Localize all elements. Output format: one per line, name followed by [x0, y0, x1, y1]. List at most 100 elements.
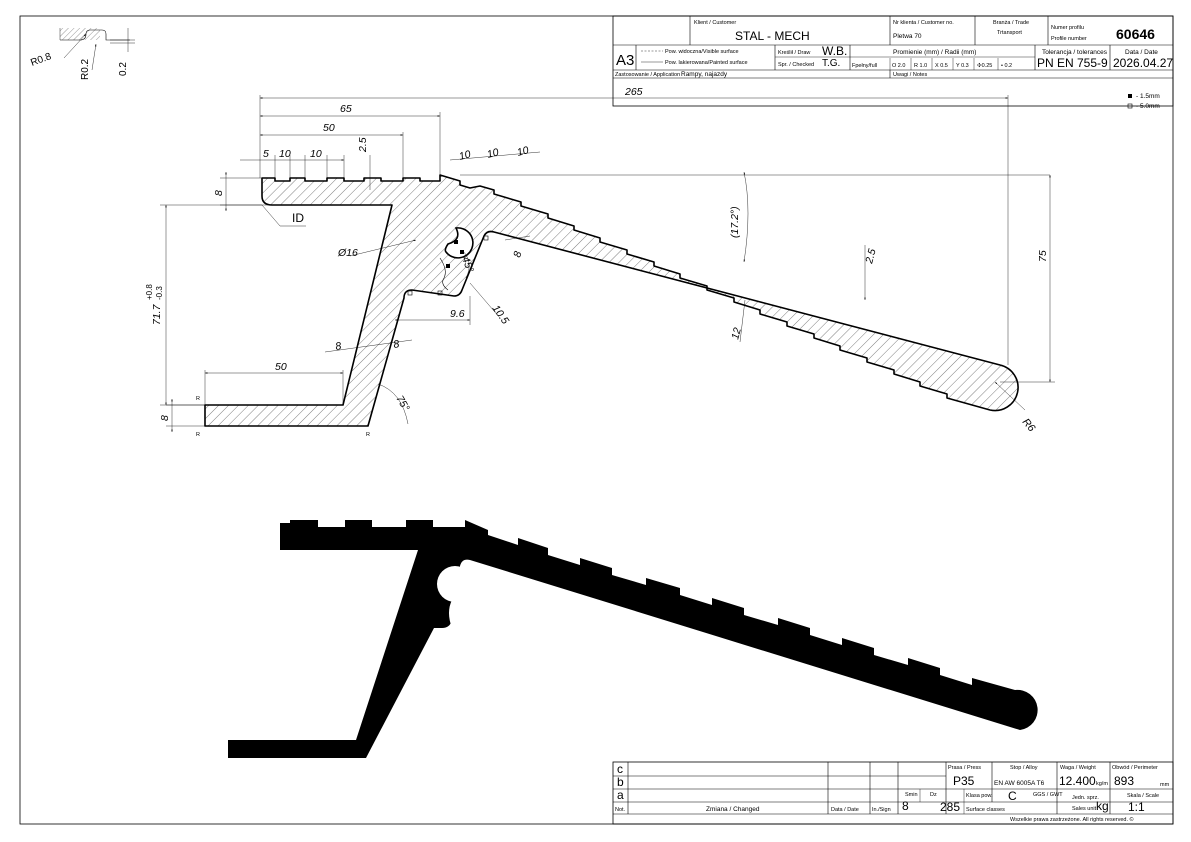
mark-r-2: R — [196, 432, 200, 438]
profile-section-view: R R R — [196, 174, 1019, 438]
radius-y: Y 0.3 — [956, 63, 969, 69]
profile-silhouette — [228, 520, 1038, 758]
dim-10-a: 10 — [279, 148, 291, 160]
radius-dot: • 0.2 — [1001, 63, 1012, 69]
change-label: Zmiana / Changed — [706, 806, 760, 813]
radius-x: X 0.5 — [935, 63, 948, 69]
radius-r: R 1.0 — [914, 63, 927, 69]
perimeter: 893 — [1114, 774, 1134, 788]
ggs-label: GGS / GWT — [1033, 792, 1063, 798]
dim-75: 75 — [1037, 250, 1049, 262]
smin: 8 — [902, 799, 909, 813]
legend-empty: - 5.0mm — [1136, 103, 1160, 110]
profile-outline — [204, 174, 1019, 427]
dim-10-b: 10 — [310, 148, 322, 160]
sheet-format: A3 — [616, 52, 634, 69]
dim-10-d: 10 — [486, 146, 501, 161]
revision-b: b — [617, 775, 624, 789]
dim-dia-16: Ø16 — [337, 247, 358, 259]
radius-full: Fpełny/full — [852, 63, 877, 69]
revision-block: c b a Not. Zmiana / Changed Data / Date … — [612, 761, 1174, 825]
radii-label: Promienie (mm) / Radii (mm) — [893, 49, 976, 56]
dim-9-6: 9.6 — [450, 308, 465, 320]
customer-no-label: Nr klienta / Customer no. — [893, 20, 954, 26]
radius-star: ✣0.25 — [977, 62, 992, 69]
scale-label: Skala / Scale — [1127, 793, 1159, 799]
sales-unit-label: Sales unit — [1072, 806, 1097, 812]
date: 2026.04.27 — [1113, 56, 1173, 70]
unit: kg — [1096, 799, 1109, 813]
profile-label-en: Profile number — [1051, 36, 1087, 42]
dim-10-e: 10 — [516, 144, 531, 159]
drawn-by: W.B. — [822, 44, 847, 58]
customer-no: Pletwa 70 — [893, 33, 922, 40]
notes-label: Uwagi / Notes — [893, 72, 927, 78]
dz: 285 — [940, 800, 960, 814]
perimeter-label: Obwód / Perimeter — [1112, 765, 1158, 771]
tolerance: PN EN 755-9 — [1037, 56, 1108, 70]
dim-5: 5 — [263, 148, 269, 160]
application: Rampy, najazdy — [681, 71, 728, 78]
alloy-label: Stop / Alloy — [1010, 765, 1038, 771]
application-label: Zastosowanie / Application — [615, 72, 680, 78]
mark-r-3: R — [366, 432, 370, 438]
sign-label: In./Sign — [872, 807, 891, 813]
dim-50-bottom: 50 — [275, 361, 287, 373]
profile-number: 60646 — [1116, 26, 1155, 42]
radius-o: O 2.0 — [892, 63, 905, 69]
checked-label: Spr. / Checked — [778, 62, 814, 68]
scale: 1:1 — [1128, 800, 1145, 814]
visible-surface-label: Pow. widoczna/Visible surface — [665, 49, 739, 55]
legend-filled-marker — [1128, 94, 1132, 98]
revision-a: a — [617, 788, 624, 802]
sheet-frame — [19, 15, 1174, 825]
dim-8-bottom: 8 — [159, 415, 171, 421]
trade: Trtansport — [997, 30, 1022, 36]
detail-02: 0.2 — [118, 62, 129, 76]
mark-r-1: R — [196, 396, 200, 402]
dim-265: 265 — [624, 86, 643, 98]
trade-label: Branża / Trade — [993, 20, 1029, 26]
weight-unit: kg/m — [1096, 781, 1108, 787]
weight-label: Waga / Weight — [1060, 765, 1096, 771]
dim-8-left: 8 — [213, 190, 225, 196]
rev-date-label: Data / Date — [831, 807, 859, 813]
title-block: Klient / Customer STAL - MECH Nr klienta… — [612, 15, 1174, 107]
surface-classes-label: Surface classes — [966, 807, 1005, 813]
alloy: EN AW 6005A T6 — [994, 780, 1045, 787]
detail-r02: R0.2 — [80, 58, 91, 80]
press-label: Prasa / Press — [948, 765, 981, 771]
date-label: Data / Date — [1125, 49, 1158, 56]
press: P35 — [953, 774, 975, 788]
drawn-label: Kreślił / Draw — [778, 50, 810, 56]
surface-class: C — [1008, 789, 1017, 803]
perimeter-unit: mm — [1160, 782, 1170, 788]
client-name: STAL - MECH — [735, 29, 810, 43]
tolerance-label: Tolerancja / tolerances — [1042, 49, 1108, 56]
dim-71-7: 71.7 — [151, 303, 163, 325]
dim-71-7-tol-dn: -0.3 — [155, 286, 164, 300]
dim-10-5: 10.5 — [490, 303, 512, 327]
legend-empty-marker — [1127, 103, 1133, 109]
dim-12: 12 — [729, 326, 744, 341]
not-label: Not. — [615, 807, 626, 813]
dim-71-7-tol-up: +0.8 — [145, 284, 154, 300]
dim-8-b: 8 — [392, 338, 400, 351]
dim-65: 65 — [340, 103, 352, 115]
dim-8-mid: 8 — [511, 250, 524, 259]
legend-filled: - 1.5mm — [1136, 93, 1160, 100]
dim-10-c: 10 — [458, 148, 473, 163]
dim-r6: R6 — [1020, 416, 1038, 434]
corner-detail: R0.8 R0.2 0.2 — [29, 28, 135, 80]
pin-channel — [444, 227, 474, 259]
rights-notice: Wszelkie prawa zastrzeżone. All rights r… — [1010, 816, 1134, 823]
revision-c: c — [617, 762, 623, 776]
dim-2-5-right: 2.5 — [863, 247, 879, 265]
dz-label: Dz — [930, 792, 937, 798]
painted-surface-label: Pow. lakierowana/Painted surface — [665, 60, 748, 66]
smin-label: Smin — [905, 792, 918, 798]
unit-label: Jedn. sprz. — [1072, 795, 1099, 801]
detail-r08: R0.8 — [29, 51, 53, 69]
weight: 12.400 — [1059, 774, 1096, 788]
